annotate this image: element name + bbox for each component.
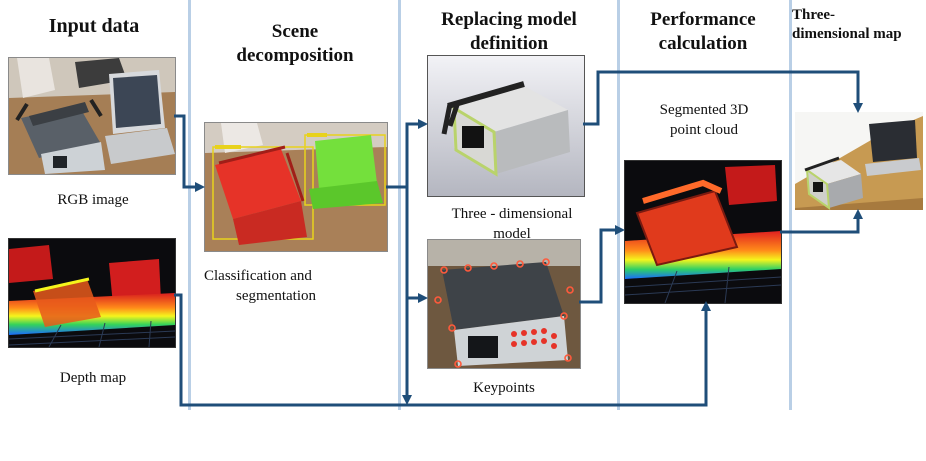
header-replace-line1: Replacing model (441, 9, 577, 30)
keypoints-art (428, 240, 580, 368)
column-divider-1 (188, 0, 191, 410)
3d-model-line1: Three - dimensional (451, 206, 573, 222)
depth-map-label: Depth map (59, 370, 127, 386)
rgb-image-art (9, 58, 175, 174)
header-perf-line1: Performance (650, 9, 756, 30)
header-replace-line2: definition (469, 33, 549, 54)
point-cloud-image (624, 160, 782, 304)
header-input-text: Input data (48, 15, 140, 37)
3d-model-label: Three - dimensional model (432, 204, 592, 244)
arrow-to-keypoints (405, 187, 428, 303)
header-input-data: Input data (10, 14, 178, 38)
point-cloud-label: Segmented 3D point cloud (624, 100, 784, 140)
header-performance: Performance calculation (620, 8, 786, 56)
keypoints-image (427, 239, 581, 369)
3d-map-image (795, 112, 923, 210)
classification-label: Classification and segmentation (204, 266, 364, 306)
classification-line2: segmentation (236, 288, 316, 304)
3d-map-art (795, 112, 923, 210)
header-scene-line1: Scene (271, 21, 319, 42)
depth-map-image (8, 238, 176, 348)
header-3d-map: Three- dimensional map (792, 6, 926, 44)
header-replacing-model: Replacing model definition (402, 8, 616, 56)
segmentation-image (204, 122, 388, 252)
depth-map-art (9, 239, 175, 347)
header-map-line1: Three- (792, 7, 836, 23)
3d-model-line2: model (493, 226, 531, 242)
point-cloud-line2: point cloud (670, 122, 738, 138)
header-perf-line2: calculation (658, 33, 748, 54)
rgb-image (8, 57, 176, 175)
segmentation-art (205, 123, 387, 251)
header-scene-decomposition: Scene decomposition (200, 20, 390, 68)
header-scene-line2: decomposition (236, 45, 354, 66)
header-map-line2: dimensional map (792, 26, 902, 42)
column-divider-3 (617, 0, 620, 410)
keypoints-label: Keypoints (473, 380, 535, 396)
column-divider-4 (789, 0, 792, 410)
3d-model-image (427, 55, 585, 197)
point-cloud-line1: Segmented 3D (659, 102, 749, 118)
column-divider-2 (398, 0, 401, 410)
3d-model-art (428, 56, 584, 196)
arrow-to-3d-model (405, 119, 428, 187)
point-cloud-art (625, 161, 781, 303)
rgb-image-label: RGB image (57, 192, 129, 208)
classification-line1: Classification and (204, 268, 312, 284)
